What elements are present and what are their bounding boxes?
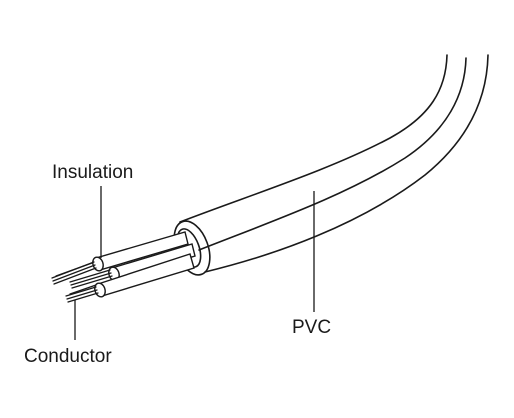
- insulated-cores: [92, 231, 196, 298]
- pvc-label: PVC: [292, 317, 331, 338]
- conductor-label: Conductor: [24, 346, 112, 367]
- insulation-label: Insulation: [52, 162, 133, 183]
- pvc-jacket: [173, 54, 489, 276]
- leader-lines: [74, 186, 315, 340]
- stranded-conductors: [51, 261, 113, 303]
